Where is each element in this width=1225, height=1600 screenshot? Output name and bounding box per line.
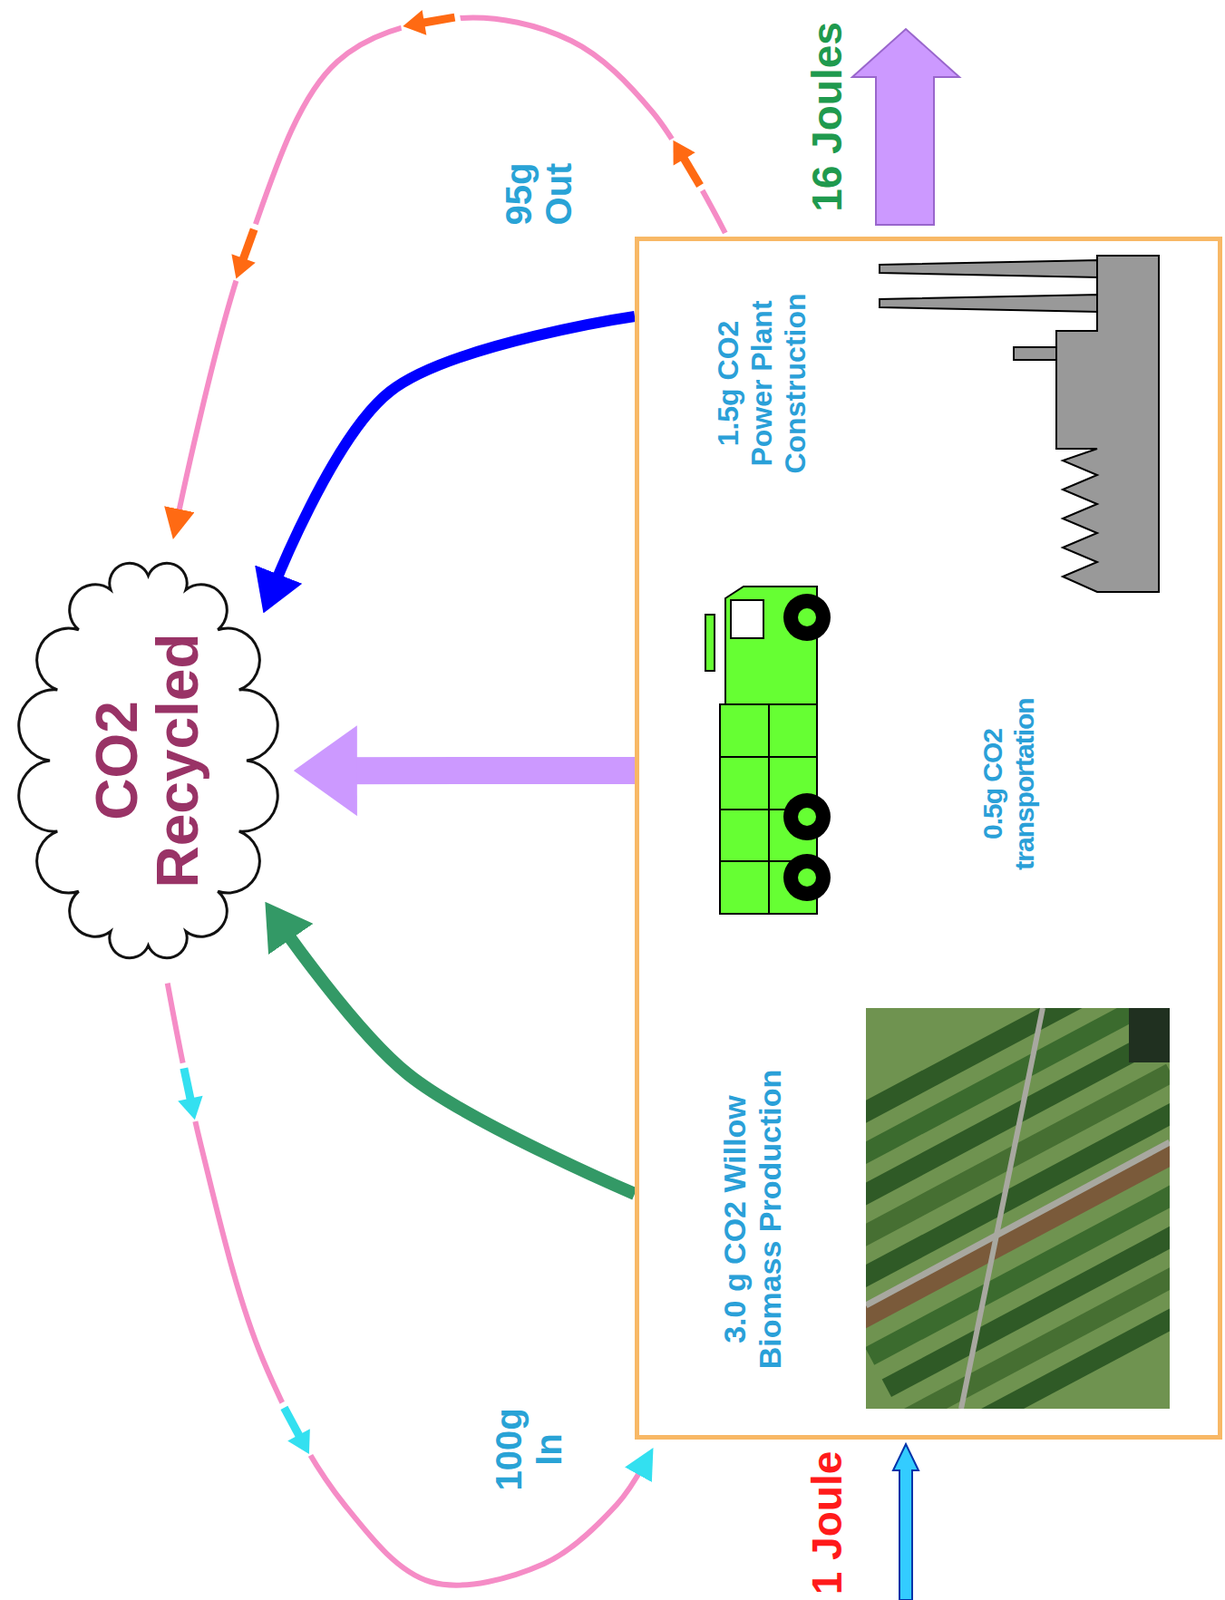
flow-direction-arrow xyxy=(223,220,269,286)
truck-icon xyxy=(705,586,831,914)
arrow-tip xyxy=(661,134,695,166)
truck-bumper xyxy=(705,614,715,671)
arrow-shaft xyxy=(683,157,700,186)
co2-flow-arrow xyxy=(280,923,635,1195)
step-label: 1.5g CO2 Power Plant Construction xyxy=(711,286,812,482)
arrow-tip xyxy=(400,9,427,39)
truck-hub xyxy=(797,868,817,887)
plant-building xyxy=(1056,255,1159,593)
arrow-shaft xyxy=(283,1408,300,1438)
flow-direction-arrow xyxy=(170,1060,208,1125)
cloud-shape xyxy=(19,563,279,959)
flow-label: 95g Out xyxy=(498,144,579,244)
flow-label: 100g In xyxy=(488,1400,569,1500)
energy-input-label: 1 Joule xyxy=(806,1451,848,1596)
road xyxy=(865,1142,1170,1306)
vent xyxy=(1013,347,1059,360)
energy-in-arrow xyxy=(893,1444,919,1600)
cycle-arc xyxy=(167,983,645,1586)
truck-hub xyxy=(797,608,817,627)
cloud-title: CO2 Recycled xyxy=(87,615,209,906)
energy-output-label: 16 Joules xyxy=(806,21,848,213)
truck-bed-line xyxy=(768,704,770,914)
road xyxy=(961,1008,1043,1410)
arrow-shaft xyxy=(243,229,254,261)
arrow-tip xyxy=(223,253,255,283)
truck-wheel xyxy=(783,793,831,841)
flow-direction-arrow xyxy=(398,3,463,39)
co2-flow-arrow xyxy=(272,316,635,591)
shadow xyxy=(1128,1008,1170,1063)
arrow-tip xyxy=(177,1096,207,1123)
truck-wheel xyxy=(783,854,831,902)
arrow-shaft xyxy=(422,17,455,23)
arrow-shaft xyxy=(184,1068,191,1100)
cloud-node: CO2 Recycled xyxy=(15,541,282,981)
chimney xyxy=(879,294,1099,312)
arrow-tip xyxy=(287,1429,321,1460)
energy-out-arrow xyxy=(852,29,960,225)
truck-window xyxy=(730,600,764,639)
willow-photo xyxy=(865,1008,1170,1410)
truck-hub xyxy=(797,807,817,827)
tree-row xyxy=(915,1256,1170,1410)
co2-flow-arrow xyxy=(331,757,635,785)
truck-bed xyxy=(719,704,817,914)
step-label: 3.0 g CO2 Willow Biomass Production xyxy=(717,1056,788,1383)
step-label: 0.5g CO2 transportation xyxy=(977,689,1041,880)
cycle-arc xyxy=(176,17,726,522)
process-box: 3.0 g CO2 Willow Biomass Production 0.5g … xyxy=(634,236,1223,1440)
truck-wheel xyxy=(783,593,831,642)
flow-direction-arrow xyxy=(270,1397,321,1462)
power-plant-icon xyxy=(879,255,1159,593)
chimney xyxy=(879,260,1099,278)
tree-rows xyxy=(865,1008,1170,1410)
flow-direction-arrow xyxy=(661,132,714,197)
